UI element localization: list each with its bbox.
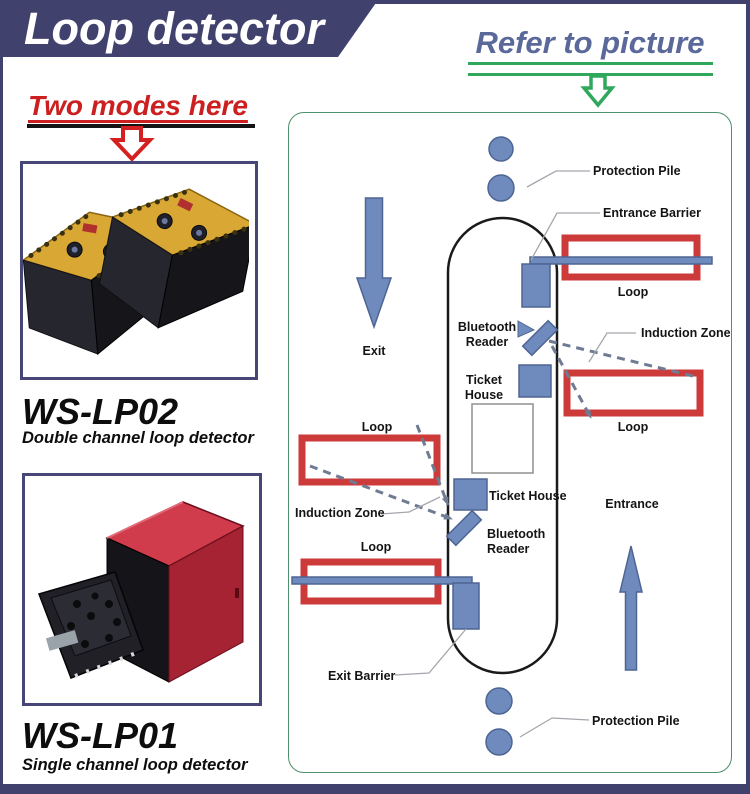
label-protection-pile: Protection Pile [593,164,681,178]
bluetooth-reader-device [521,319,559,357]
protection-pile [485,687,513,715]
frame-right [746,0,750,794]
label-entrance: Entrance [605,497,659,511]
label-exit-barrier: Exit Barrier [328,669,396,683]
label-induction-zone: Induction Zone [295,506,385,520]
label-ticket: Ticket [466,373,503,387]
model-name-lp02: WS-LP02 [22,391,179,432]
signal-arrow [517,320,536,338]
model-desc-lp02: Double channel loop detector [22,429,254,447]
bluetooth-reader-device [445,509,483,547]
modes-heading: Two modes here [28,90,248,121]
label-bluetooth: Bluetooth [487,527,545,541]
label-loop: Loop [361,540,392,554]
model-name-lp01: WS-LP01 [22,715,179,756]
product-photo-lp02 [23,164,249,371]
red-down-arrow-icon [109,126,155,162]
entrance-barrier-box [521,263,551,308]
entrance-barrier-arm [529,256,713,265]
exit-direction-arrow [355,197,393,330]
ticket-house-box [518,364,552,398]
label-reader: Reader [466,335,509,349]
label-bluetooth: Bluetooth [458,320,516,334]
label-entrance-barrier: Entrance Barrier [603,206,701,220]
product-photo-frame-lp01 [22,473,262,706]
page-title: Loop detector [24,3,324,54]
induction-zone-line [415,424,450,506]
down-arrow-icon [109,126,155,162]
green-down-arrow-icon [580,74,616,108]
label-induction-zone: Induction Zone [641,326,731,340]
leader-line [519,717,590,738]
protection-pile [487,174,515,202]
ticket-house-box [453,478,488,511]
label-loop: Loop [618,420,649,434]
exit-barrier-box [452,582,480,630]
down-arrow-icon [580,74,616,108]
label-loop: Loop [362,420,393,434]
relay-socket [38,571,144,679]
induction-zone-line [548,339,698,379]
label-exit: Exit [363,344,387,358]
label-loop: Loop [618,285,649,299]
induction-zone-line [309,464,453,521]
model-desc-lp01: Single channel loop detector [22,756,248,774]
exit-barrier-arm [291,576,473,585]
leader-line [530,212,600,261]
loop-coil [298,434,441,486]
product-photo-lp01 [38,501,245,683]
leader-line [526,170,590,188]
leader-line [588,332,636,363]
label-protection-pile: Protection Pile [592,714,680,728]
loop-coil [563,369,704,417]
protection-pile [488,136,514,162]
leader-line [380,496,441,515]
protection-pile [485,728,513,756]
title-banner [0,0,378,57]
label-house: House [465,388,503,402]
frame-bottom [0,784,750,794]
label-reader: Reader [487,542,530,556]
parking-lane-diagram: Protection Pile Entrance Barrier Loop In… [291,136,731,756]
refer-heading: Refer to picture [475,25,705,60]
red-enclosure [105,501,245,683]
frame-left [0,0,3,794]
label-ticket-house: Ticket House [489,489,567,503]
leader-line [394,628,467,676]
entrance-direction-arrow [619,545,643,671]
ticket-house-building [471,403,534,474]
product-photo-frame-lp02 [20,161,258,380]
